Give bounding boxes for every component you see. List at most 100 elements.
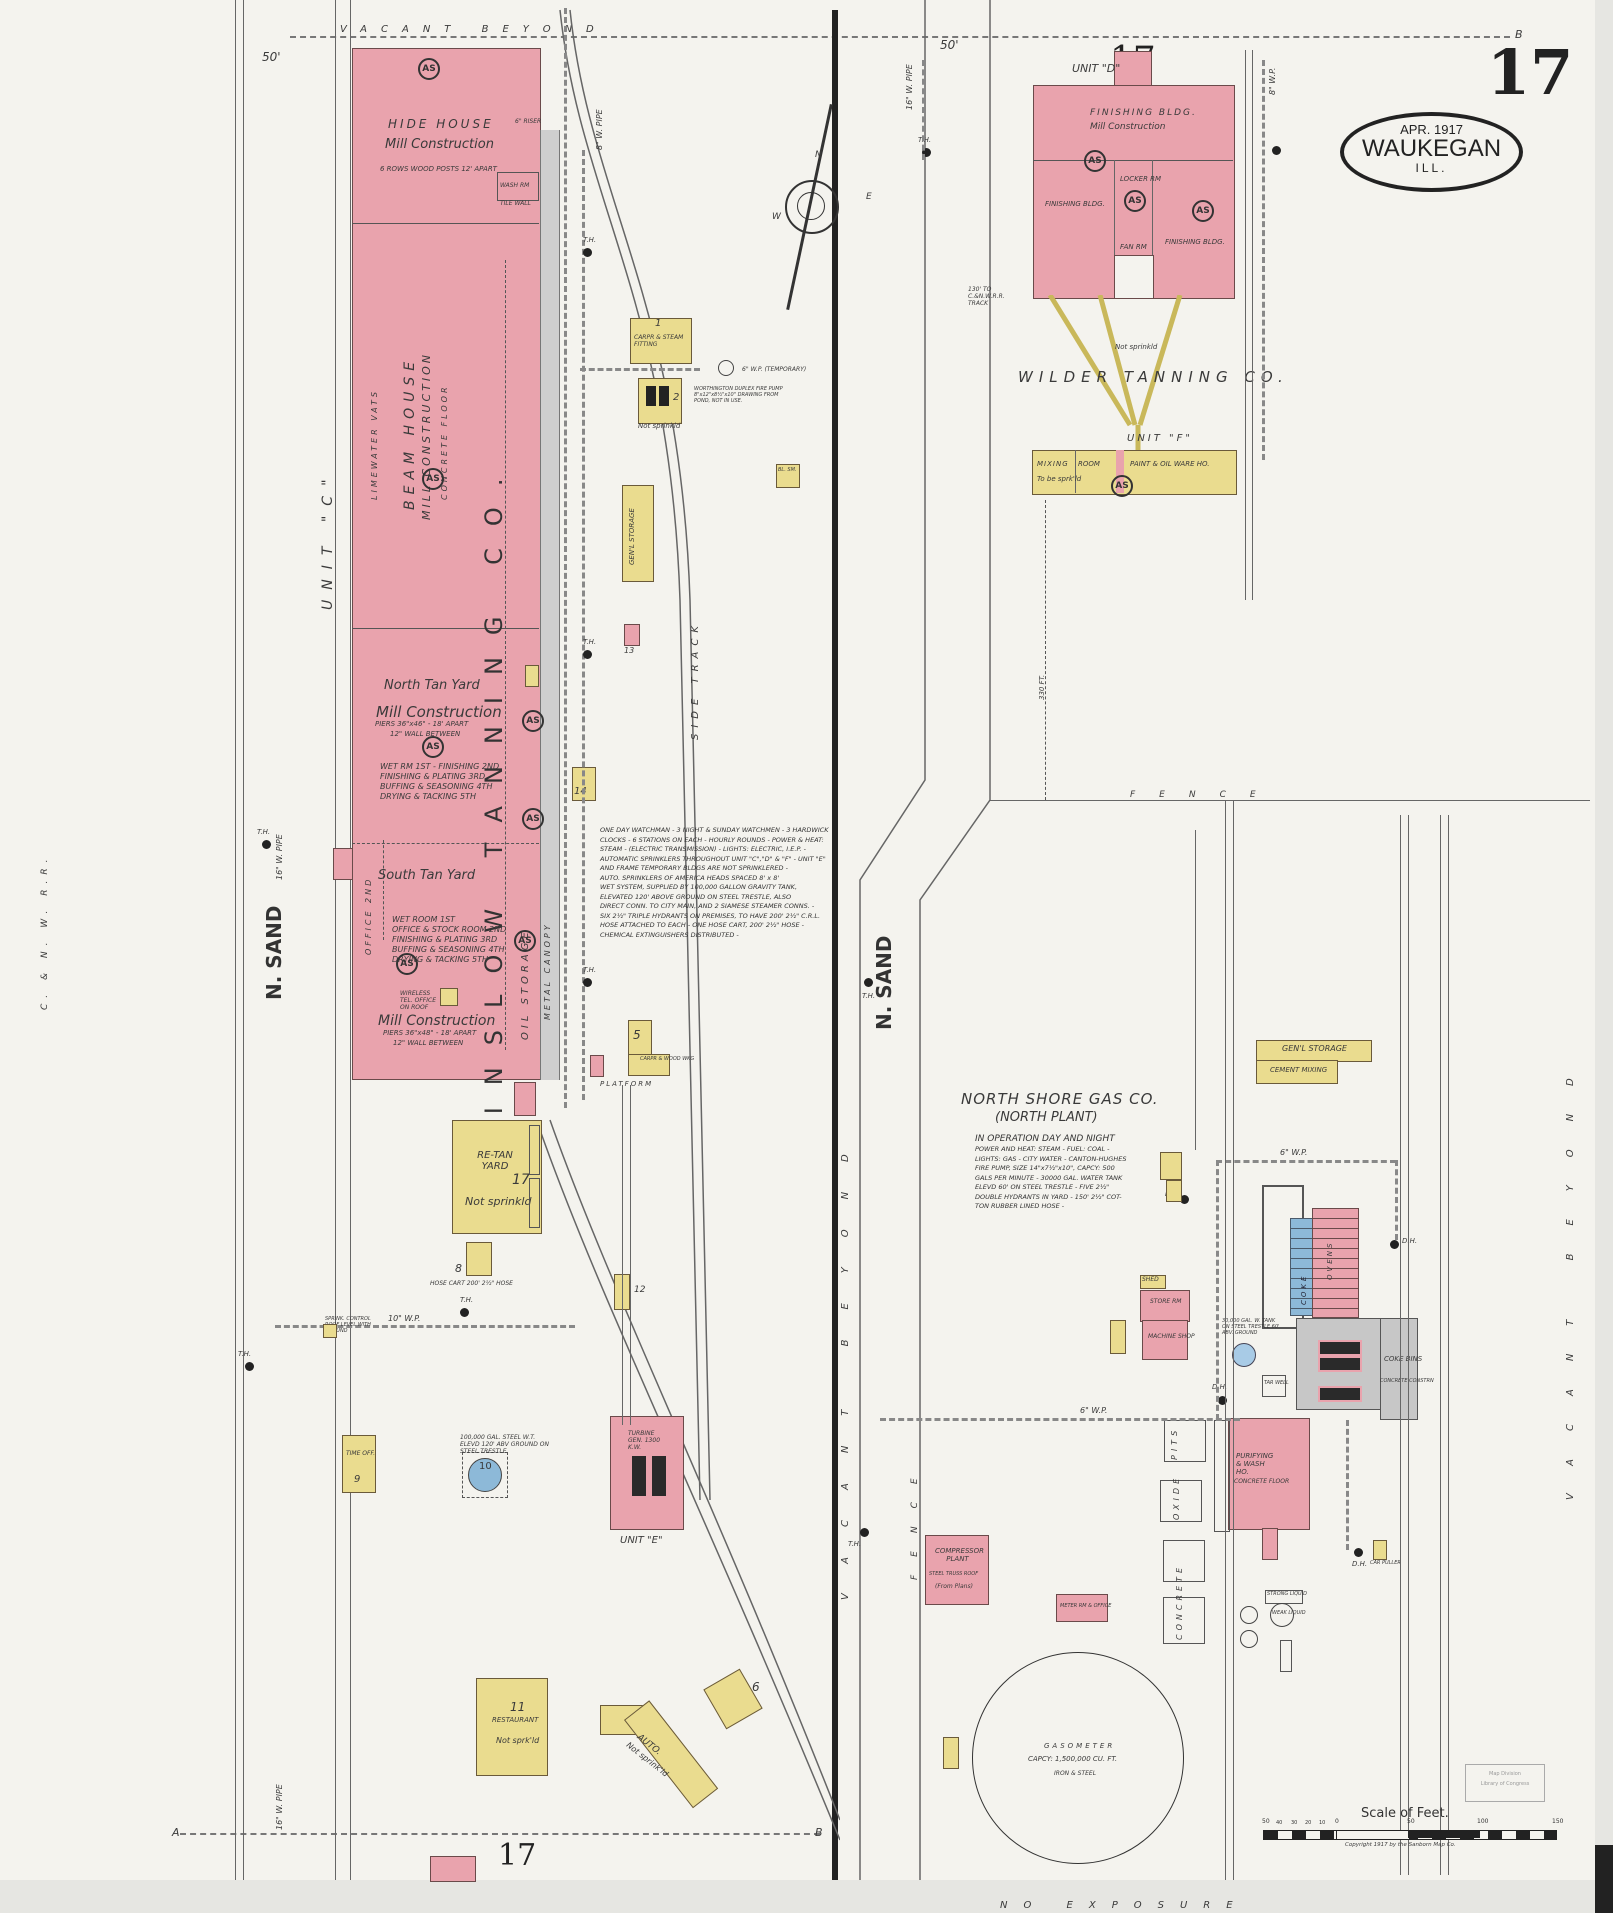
machine-shop-label: MACHINE SHOP [1148, 1333, 1195, 1340]
carpr5-number: 5 [633, 1028, 641, 1042]
metal-canopy [540, 130, 560, 1080]
unit-f-building [1032, 450, 1237, 495]
water-pipe-8-north [564, 8, 567, 1108]
gas-co-title: NORTH SHORE GAS CO. [961, 1090, 1159, 1108]
compass-w: W [772, 212, 781, 222]
gasometer [972, 1652, 1184, 1864]
carpr1-title: CARPR & STEAM FITTING [634, 334, 684, 348]
pit-4 [1163, 1597, 1205, 1644]
hydrant-label: D.H. [1212, 1383, 1228, 1391]
auto-sprinkler-icon: AS [1111, 475, 1133, 497]
coke-ovens [1312, 1208, 1359, 1318]
dust-house-number: 13 [624, 646, 635, 655]
unit-d-finishing-title: FINISHING BLDG. [1090, 108, 1197, 118]
sheet-number: 17 [1487, 36, 1574, 109]
south-tan-yard-office: OFFICE 2ND [364, 876, 373, 955]
steam-tunnel-line-1 [622, 1085, 623, 1425]
gravity-tank-number: 10 [479, 1461, 492, 1472]
adjacent-bldg-stub [430, 1856, 476, 1882]
retan-tanks [529, 1125, 540, 1175]
boiler-1 [632, 1456, 646, 1496]
copyright: Copyright 1917 by the Sanborn Map Co. [1345, 1842, 1456, 1848]
wireless-office-label: WIRELESS TEL. OFFICE ON ROOF [400, 990, 436, 1011]
turbine-label: TURBINE GEN. 1300 K.W. [628, 1430, 661, 1451]
finishing-left-label: FINISHING BLDG. [1045, 200, 1105, 208]
hydrant-label: T.H. [583, 638, 597, 646]
hide-house-note: 6 ROWS WOOD POSTS 12' APART [380, 165, 497, 173]
coke-bins [1380, 1318, 1418, 1420]
railroad-line-2 [243, 0, 244, 1880]
retort-3 [1318, 1386, 1362, 1402]
hydrant-icon [1272, 146, 1281, 155]
valve-house [943, 1737, 959, 1769]
store-room [1140, 1290, 1190, 1322]
unit-d-west-pipe [922, 60, 925, 160]
gas-water-pipe-north [1216, 1160, 1396, 1163]
dim-line-330 [1045, 500, 1046, 800]
gas-water-pipe-vertical [1216, 1160, 1219, 1420]
tar-well [1262, 1375, 1286, 1397]
purifying-label: PURIFYING & WASH HO. [1236, 1452, 1274, 1476]
south-tan-yard-floors: WET ROOM 1ST OFFICE & STOCK ROOM 2ND FIN… [392, 915, 507, 964]
hydrant-icon [860, 1528, 869, 1537]
gen-storage-3-title: GEN'L STORAGE [628, 508, 636, 565]
boundary-line-a [180, 1833, 820, 1835]
retan-yard-note: Not sprinkld [465, 1195, 532, 1208]
hydrant-icon [583, 248, 592, 257]
time-office-number: 9 [354, 1474, 361, 1485]
hydrant-label: T.H. [583, 236, 597, 244]
pipe8-label: 8" W. PIPE [595, 109, 604, 150]
n-sand-west-edge-1 [335, 0, 336, 1880]
north-tan-yard-floors: WET RM 1ST - FINISHING 2ND FINISHING & P… [380, 762, 500, 801]
scale-ticks: 50 40 30 20 10 0 50 100 150 [1262, 1818, 1564, 1826]
hide-house-title: HIDE HOUSE [388, 117, 494, 131]
auto-sprinkler-icon: AS [1124, 190, 1146, 212]
street-label-n-sand-west: N. SAND [262, 905, 286, 1000]
gas-locker-room [1160, 1152, 1182, 1180]
purifying-wash-house [1228, 1418, 1310, 1530]
pits-label: PITS [1170, 1426, 1179, 1460]
gas-water-tank-icon [1232, 1343, 1256, 1367]
compressor-sub: STEEL TRUSS ROOF [929, 1571, 979, 1577]
auto-sprinkler-icon: AS [522, 808, 544, 830]
south-tan-annex [333, 848, 353, 880]
riser-label: 6" RISER [515, 118, 542, 125]
oil-tank [1280, 1640, 1292, 1672]
store-room-label: STORE RM [1150, 1298, 1182, 1305]
auto-sprinkler-icon: AS [1192, 200, 1214, 222]
small-frame-shed [1110, 1320, 1126, 1354]
auto-sprinkler-icon: AS [418, 58, 440, 80]
bottom-sheet-ref: 17 [498, 1838, 537, 1873]
fence-west-label: FENCE [910, 1460, 920, 1580]
north-tan-yard-piers: PIERS 36"x46" - 18' APART [375, 720, 469, 728]
tar-well-label: TAR WELL [1264, 1380, 1289, 1386]
retan-yard-title: RE-TAN YARD [477, 1150, 513, 1172]
gas-water-pipe-dh [1395, 1160, 1398, 1240]
pipe16-label-unit-d: 16" W. PIPE [905, 64, 914, 110]
dim-50-right: 50' [940, 38, 959, 52]
retort-1 [1318, 1340, 1362, 1356]
wilder-company-label: WILDER TANNING CO. [1018, 368, 1289, 386]
south-tan-yard-piers: PIERS 36"x48" - 18' APART [383, 1029, 477, 1037]
worthington-pump-note: WORTHINGTON DUPLEX FIRE PUMP 8"x12"x8½"x… [694, 386, 783, 404]
hydrant-label: T.H. [583, 966, 597, 974]
auto-sprinkler-icon: AS [396, 953, 418, 975]
pipe16-label-north: 16" W. PIPE [275, 834, 284, 880]
liquid-tank-2 [1240, 1606, 1258, 1624]
gas-co-notes: IN OPERATION DAY AND NIGHT POWER AND HEA… [975, 1134, 1127, 1210]
retan-yard-number: 17 [512, 1172, 530, 1188]
auto-sprinkler-icon: AS [1084, 150, 1106, 172]
dim-130-label: 130' TO C.&N.W.R.R. TRACK [968, 286, 1005, 307]
rear-pink-annex [514, 1082, 536, 1116]
railroad-label: C. & N. W. R.R. [40, 853, 50, 1010]
small-shed [525, 665, 539, 687]
compressor-plant [925, 1535, 989, 1605]
boiler-2 [652, 1456, 666, 1496]
auto-sprinkler-icon: AS [514, 930, 536, 952]
pump2-number: 2 [673, 392, 680, 403]
oxide-label: OXIDE [1172, 1474, 1181, 1520]
wp10-label: 10" W.P. [388, 1314, 421, 1323]
boundary-line-b [290, 36, 1510, 38]
compressor-note: (From Plans) [935, 1583, 973, 1590]
